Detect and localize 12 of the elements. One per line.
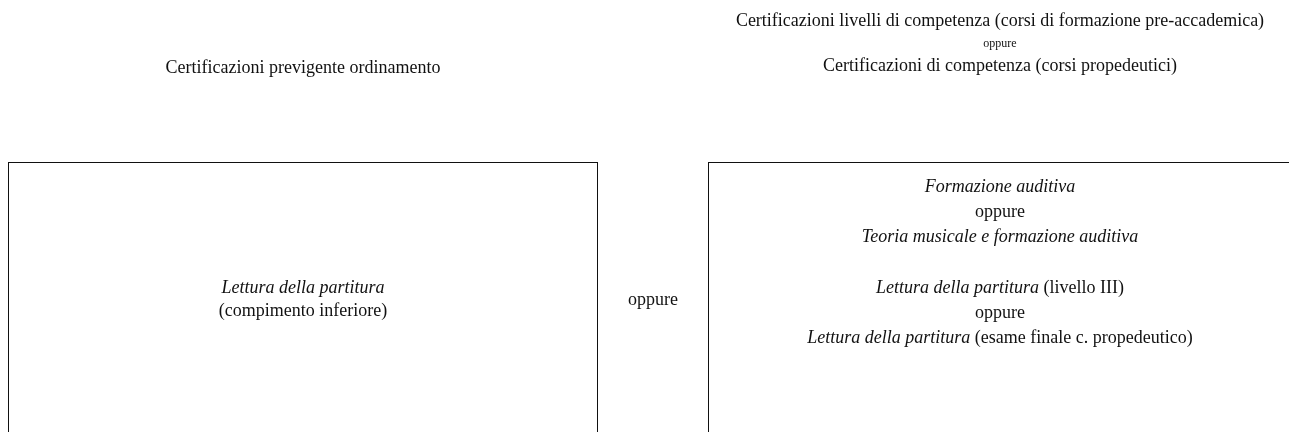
subject-text: Lettura della partitura (compimento inferiore) bbox=[217, 276, 389, 322]
subject-text: Teoria musicale e formazione auditiva bbox=[861, 225, 1139, 248]
column-heading: Certificazioni previgente ordinamento bbox=[165, 56, 441, 79]
alternative-word: oppure bbox=[975, 200, 1025, 223]
column-heading: Certificazioni di competenza (corsi propedeutici) bbox=[823, 54, 1177, 77]
subject-text: Lettura della partitura (livello III) bbox=[876, 276, 1124, 299]
alternative-word: oppure bbox=[983, 35, 1017, 52]
subject-text: Lettura della partitura (esame finale c. propedeutico) bbox=[807, 326, 1193, 349]
alternative-word: oppure bbox=[628, 289, 678, 310]
column-heading: Certificazioni livelli di competenza (corsi di formazione pre-accademica) bbox=[735, 9, 1265, 32]
subject-text: Formazione auditiva bbox=[924, 175, 1076, 198]
alternative-word: oppure bbox=[975, 301, 1025, 324]
